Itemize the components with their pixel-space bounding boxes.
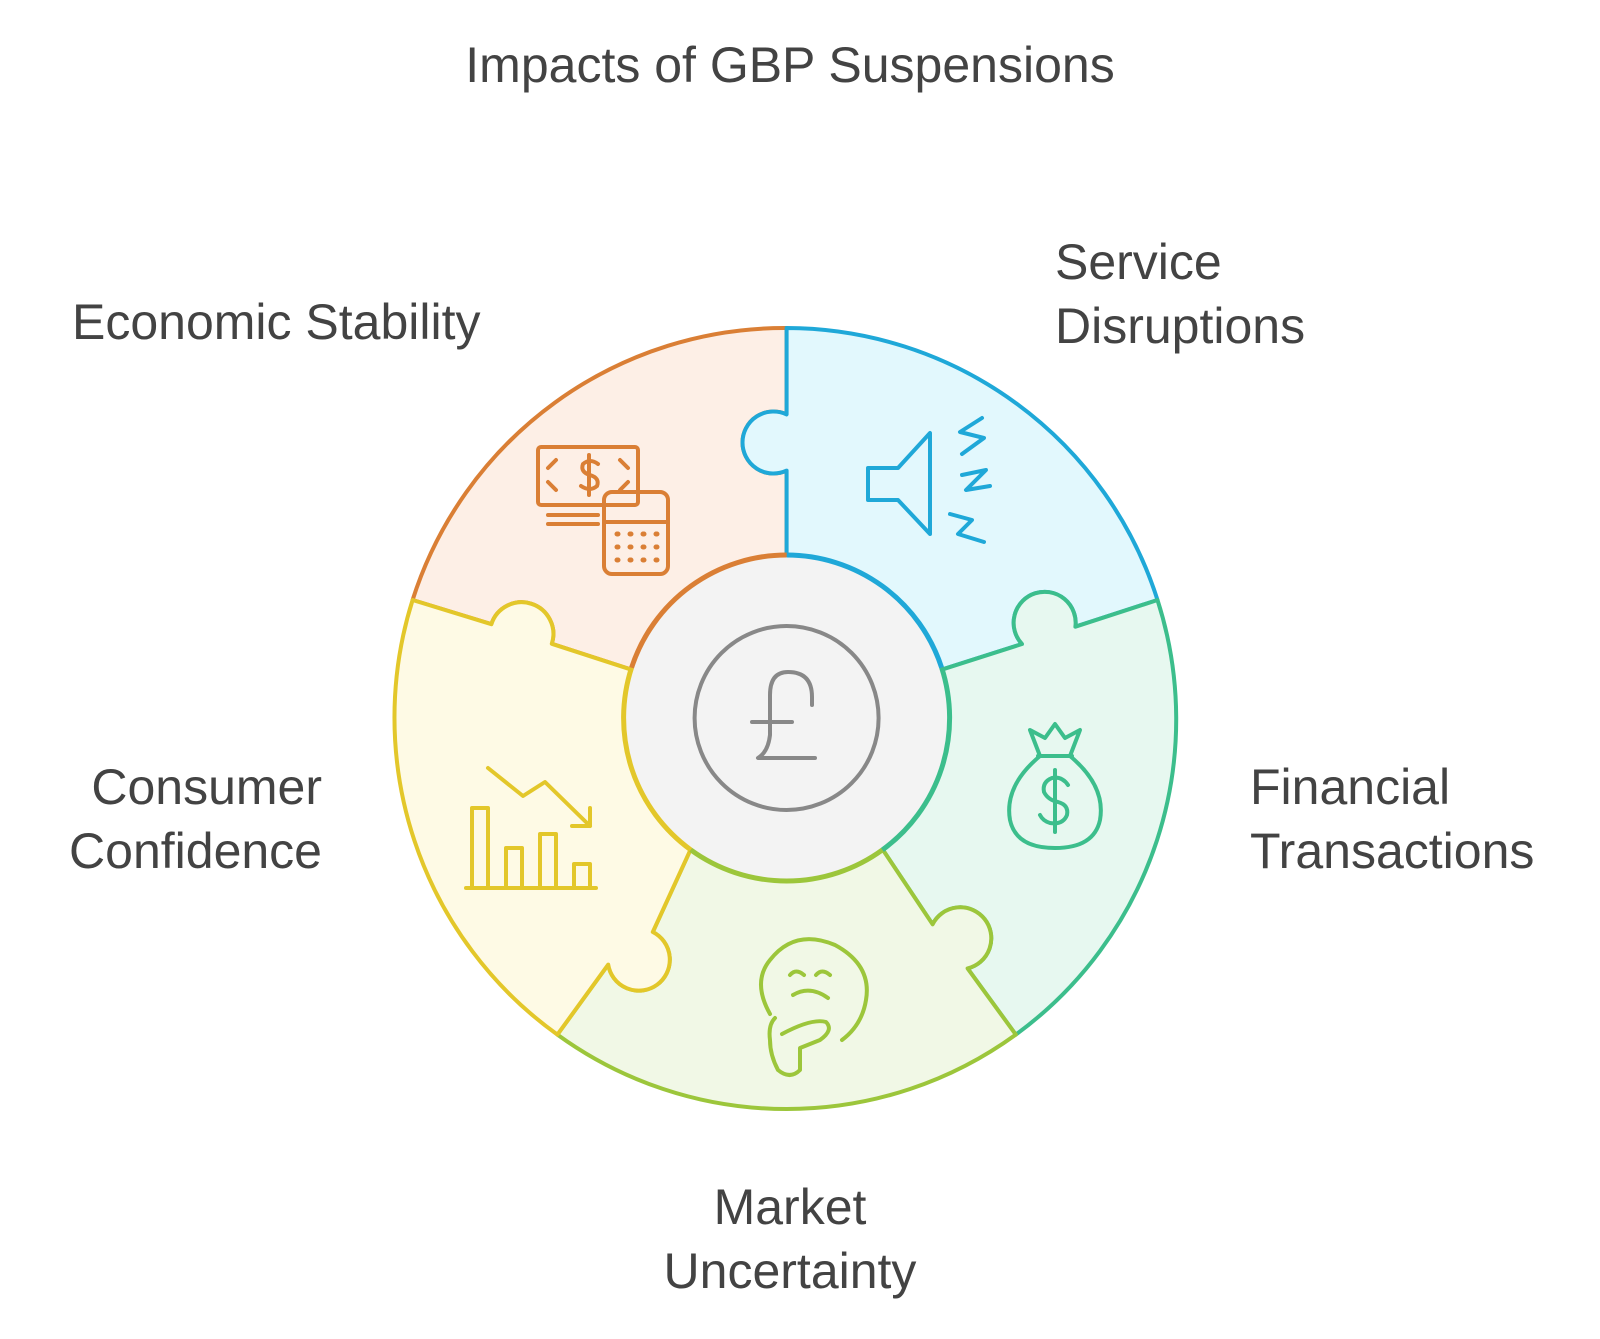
segment-label-service-disruptions: Service Disruptions (1055, 230, 1305, 358)
segment-label-line: Economic Stability (72, 294, 481, 350)
money-calculator-icon (536, 445, 670, 576)
center-hub-ring-service (786, 552, 944, 669)
segment-label-line: Disruptions (1055, 298, 1306, 354)
money-bag-icon (1007, 722, 1103, 850)
center-hub-ring-consumer (621, 666, 693, 852)
declining-chart-icon (464, 766, 598, 890)
segment-label-market-uncertainty: Market Uncertainty (550, 1175, 1030, 1303)
segment-label-consumer-confidence: Consumer Confidence (69, 755, 322, 883)
segment-label-line: Market (713, 1179, 867, 1235)
thinking-face-icon (759, 937, 869, 1077)
segment-label-line: Consumer (91, 759, 322, 815)
segment-label-line: Uncertainty (663, 1243, 917, 1299)
segment-consumer-confidence-shape (392, 598, 693, 1037)
center-hub-ring-financial (880, 666, 953, 852)
pound-sign-icon (692, 624, 881, 812)
segment-label-line: Transactions (1250, 823, 1535, 879)
segment-label-line: Financial (1250, 759, 1451, 815)
segment-label-line: Confidence (69, 823, 322, 879)
speaker-disruption-icon (866, 416, 992, 544)
center-hub-ring-market (689, 847, 884, 884)
segment-label-financial-transactions: Financial Transactions (1250, 755, 1534, 883)
center-hub-ring-economic (629, 552, 787, 669)
segment-label-economic-stability: Economic Stability (72, 290, 481, 354)
diagram-title: Impacts of GBP Suspensions (465, 37, 1115, 93)
segment-market-uncertainty (555, 847, 1018, 1112)
segment-label-line: Service (1055, 234, 1222, 290)
segment-consumer-confidence (392, 598, 693, 1037)
